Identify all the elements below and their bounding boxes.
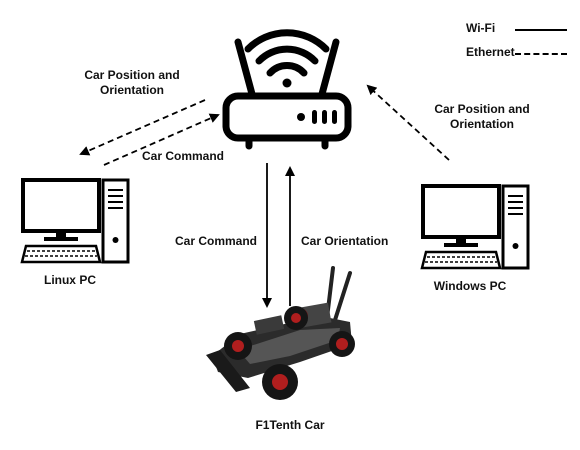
edge-label-linux-position: Car Position and Orientation	[84, 68, 180, 97]
legend-ethernet-label: Ethernet	[466, 45, 515, 59]
legend-wifi-label: Wi-Fi	[466, 21, 496, 35]
wifi-router-icon	[222, 29, 352, 150]
legend-ethernet-line	[515, 53, 567, 55]
legend-wifi-line	[515, 29, 567, 31]
edge-label-windows-position: Car Position and Orientation	[434, 102, 530, 131]
node-label-linux-pc: Linux PC	[43, 273, 96, 287]
edge-router-to-linux	[79, 99, 206, 156]
desktop-pc-icon-linux	[20, 178, 130, 264]
edge-label-car-command: Car Command	[175, 234, 258, 248]
edge-label-car-orientation: Car Orientation	[301, 234, 389, 248]
edge-windows-to-router	[366, 84, 450, 161]
node-label-windows-pc: Windows PC	[433, 279, 507, 293]
node-label-f1tenth-car: F1Tenth Car	[255, 418, 325, 432]
edge-linux-to-router	[103, 113, 220, 166]
f1tenth-car-image	[206, 266, 355, 400]
desktop-pc-icon-windows	[420, 184, 530, 270]
edge-label-linux-command: Car Command	[142, 149, 225, 163]
